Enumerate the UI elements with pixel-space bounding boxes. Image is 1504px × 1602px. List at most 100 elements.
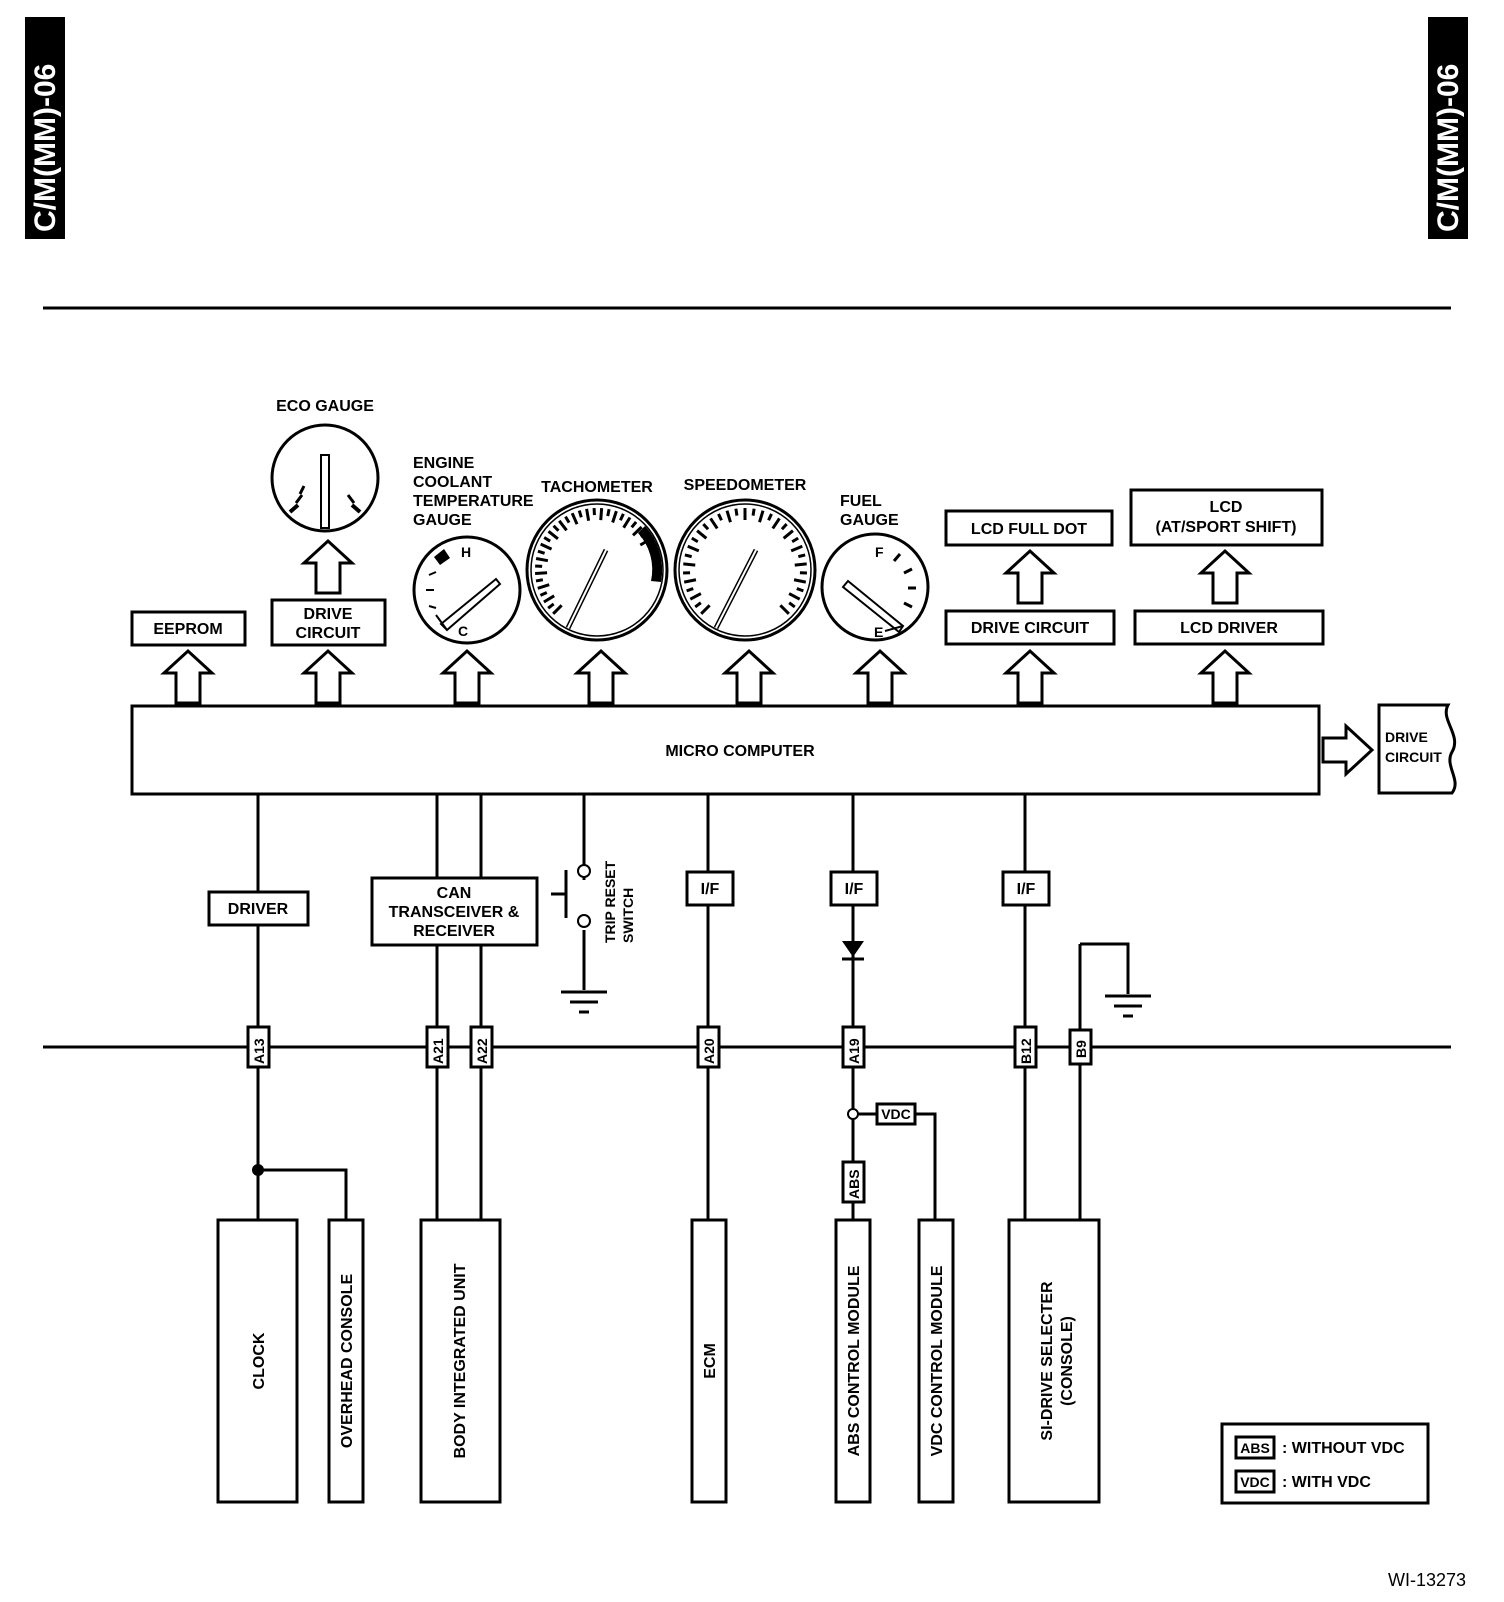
dial-tick [539,591,548,597]
eco-gauge-label: ECO GAUGE [276,398,374,415]
coolant-gauge-label: ENGINE COOLANT TEMPERATURE GAUGE [413,455,534,529]
trip-reset-switch[interactable] [551,864,591,928]
unit-body-integrated: BODY INTEGRATED UNIT [419,1218,502,1504]
legend-abs-text: : WITHOUT VDC [1282,1440,1405,1457]
dial-tick [780,523,788,531]
dial-tick [691,536,699,544]
connector-a19: A19 [841,1025,866,1069]
dial-tick [751,508,756,516]
svg-text:GAUGE: GAUGE [840,512,899,529]
dial-tick [709,517,719,530]
dial-tick [564,515,571,524]
can-label-3: RECEIVER [413,923,495,940]
dial-tick [717,513,723,521]
gauge-mark-hot: H [461,544,471,560]
dial-tick [606,508,611,517]
dial-tick [570,512,579,525]
lcd-box [1129,488,1324,547]
svg-text:TEMPERATURE: TEMPERATURE [413,493,534,510]
dial-tick [758,510,765,523]
gauge-mark-full: F [875,544,884,560]
lcd-full-dot-label: LCD FULL DOT [971,521,1087,538]
dial-tick [689,592,702,601]
driver-label: DRIVER [228,901,289,918]
dial-tick [631,525,643,537]
can-label-1: CAN [437,885,472,902]
tachometer [525,498,669,642]
dial-tick [540,542,553,551]
dial-tick [779,604,790,615]
dial-tick [535,578,544,583]
dial-tick [788,592,801,601]
svg-text:(CONSOLE): (CONSOLE) [1059,1316,1076,1406]
drive-circuit-eco-box [270,598,387,647]
svg-text:A22: A22 [474,1038,490,1064]
dial-tick [622,516,632,529]
dial-tick [734,508,739,516]
unit-overhead-console: OVERHEAD CONSOLE [327,1218,365,1504]
unit-clock: CLOCK [216,1218,299,1504]
svg-text:FUEL: FUEL [840,493,882,510]
dial-tick [683,578,697,584]
connector-a21: A21 [425,1025,450,1069]
dial-tick [535,556,549,563]
dial-tick [791,536,799,544]
dial-tick [543,594,555,604]
lcd-driver-box [1133,609,1325,646]
dial-tick [535,571,548,575]
dial-tick [788,601,796,609]
connector-b9: B9 [1068,1028,1093,1066]
dial-tick [630,520,638,529]
svg-text:CLOCK: CLOCK [251,1332,268,1389]
unit-ecm: ECM [690,1218,728,1504]
connector-b12: B12 [1013,1025,1038,1069]
drive-circuit-right-label-1: DRIVE [1385,729,1428,745]
svg-text:TRIP RESET: TRIP RESET [602,860,618,943]
svg-text:VDC: VDC [881,1106,911,1122]
svg-text:OVERHEAD CONSOLE: OVERHEAD CONSOLE [339,1274,356,1449]
lcd-label-1: LCD [1210,499,1243,516]
dial-tick [790,544,803,553]
interface-box-si-drive [1001,870,1051,907]
tachometer-label: TACHOMETER [541,479,653,496]
dial-tick [547,602,555,610]
coolant-temperature-gauge: H C [412,535,522,645]
svg-text:A13: A13 [251,1038,267,1064]
dial-tick [547,530,559,540]
speedometer-label: SPEEDOMETER [684,477,807,494]
drive-circuit-lcd-label: DRIVE CIRCUIT [971,620,1089,637]
eco-gauge [270,423,380,533]
diode [842,941,864,961]
dial-tick [552,524,560,532]
can-transceiver-box [370,876,539,947]
eeprom-box [130,610,247,647]
dial-tick [694,601,702,609]
dial-tick [793,578,807,584]
micro-computer-label: MICRO COMPUTER [665,743,815,760]
ground-si-drive [1105,994,1151,1018]
dial-tick [619,513,625,521]
drive-circuit-eco-label-2: CIRCUIT [296,625,361,642]
gauge-mark-cold: C [458,623,468,639]
figure-id: WI-13273 [1388,1570,1466,1590]
dial-tick [552,604,563,615]
dial-tick [794,562,807,567]
section-tag-right: C/M(MM)-06 [1428,17,1468,239]
option-junction [847,1108,859,1120]
svg-text:B9: B9 [1073,1040,1089,1058]
legend-abs-tag: ABS [1240,1440,1270,1456]
ground-trip-switch [561,990,607,1014]
interface-box-abs [829,870,879,907]
dial-tick [771,517,781,530]
interface-label-si-drive: I/F [1017,881,1036,898]
trip-reset-switch-label: TRIP RESET SWITCH [602,860,636,943]
drive-circuit-lcd-box [944,609,1116,646]
svg-text:VDC CONTROL MODULE: VDC CONTROL MODULE [929,1265,946,1456]
dial-tick [611,510,618,523]
dial-tick [725,510,732,523]
svg-text:COOLANT: COOLANT [413,474,492,491]
speedometer [673,498,817,642]
svg-text:A20: A20 [701,1038,717,1064]
splice-junction [252,1164,264,1176]
